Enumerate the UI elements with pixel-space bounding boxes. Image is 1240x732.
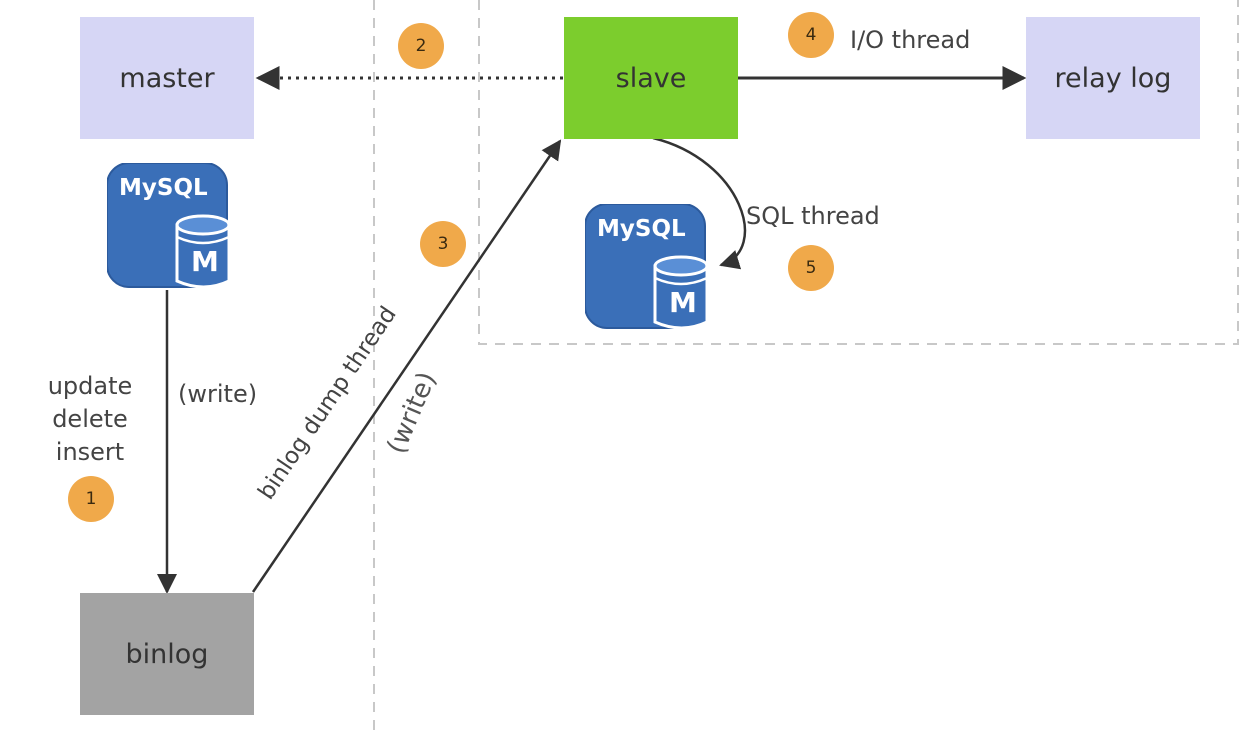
slave-mysql-icon: MySQL M — [584, 203, 709, 332]
mysql-m-letter: M — [669, 286, 697, 319]
operation-delete: delete — [52, 405, 128, 433]
step-badge-3: 3 — [420, 221, 466, 267]
write-label: (write) — [178, 380, 258, 408]
mysql-brand-text: MySQL — [597, 216, 686, 242]
operation-insert: insert — [55, 438, 125, 466]
master-box: master — [80, 17, 254, 139]
master-mysql-icon: MySQL M — [106, 162, 231, 291]
master-label: master — [119, 62, 215, 94]
arrow-slave-to-mysql-curved — [652, 136, 747, 270]
operations-label: update delete insert — [30, 370, 150, 469]
step-badge-4: 4 — [788, 12, 834, 58]
step-badge-2: 2 — [398, 23, 444, 69]
relay-log-box: relay log — [1026, 17, 1200, 139]
binlog-box: binlog — [80, 593, 254, 715]
io-thread-label: I/O thread — [850, 26, 971, 54]
step-badge-1: 1 — [68, 476, 114, 522]
slave-box: slave — [564, 17, 738, 139]
relay-log-label: relay log — [1054, 62, 1172, 94]
slave-region-border — [478, 0, 1239, 345]
slave-label: slave — [615, 62, 687, 94]
mysql-brand-text: MySQL — [119, 175, 208, 201]
binlog-label: binlog — [125, 638, 209, 670]
step-badge-5: 5 — [788, 245, 834, 291]
arrow-binlog-to-slave — [251, 139, 562, 593]
sql-thread-label: SQL thread — [746, 202, 880, 230]
mysql-m-letter: M — [191, 245, 219, 278]
operation-update: update — [47, 372, 133, 400]
